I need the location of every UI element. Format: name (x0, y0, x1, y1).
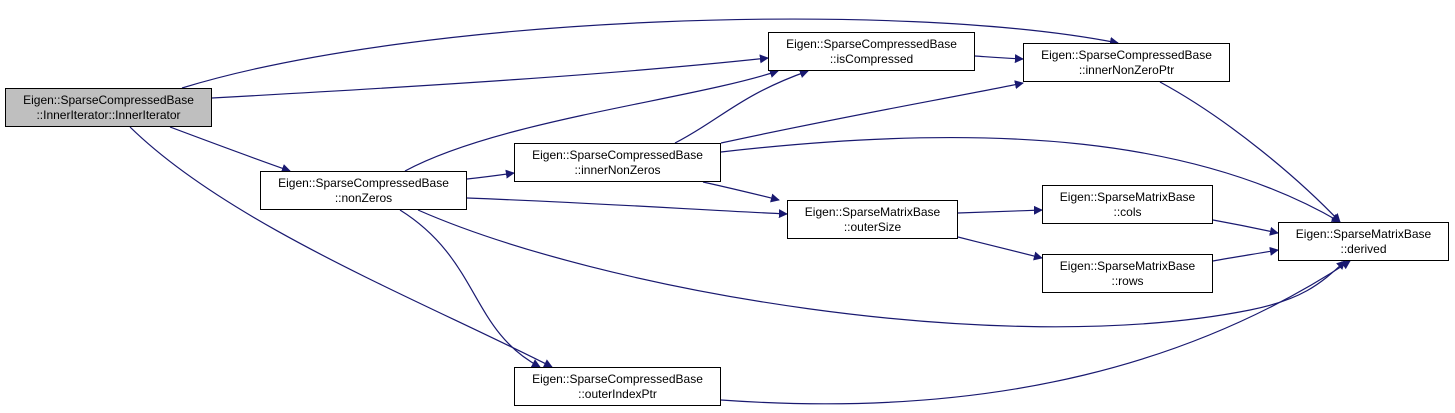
edge-outer-index-ptr-to-derived (720, 260, 1351, 405)
edge-inner-iterator-to-outer-index-ptr (129, 126, 553, 368)
edge-inner-non-zeros-to-is-compressed (674, 69, 809, 144)
node-rows-line1: Eigen::SparseMatrixBase (1059, 258, 1196, 273)
edge-outer-size-to-rows (957, 236, 1043, 261)
node-inner-non-zeros[interactable]: Eigen::SparseCompressedBase ::innerNonZe… (514, 143, 721, 182)
edge-non-zeros-to-is-compressed (404, 69, 779, 172)
edge-rows-to-derived (1212, 246, 1279, 262)
edge-inner-iterator-to-non-zeros (169, 126, 291, 173)
edge-inner-iterator-to-inner-non-zero-ptr (181, 18, 1119, 89)
node-derived-line2: ::derived (1340, 241, 1387, 256)
node-rows-line2: ::rows (1111, 273, 1144, 288)
node-cols-line1: Eigen::SparseMatrixBase (1059, 189, 1196, 204)
node-inner-non-zero-ptr[interactable]: Eigen::SparseCompressedBase ::innerNonZe… (1023, 43, 1230, 82)
node-outer-size-line1: Eigen::SparseMatrixBase (804, 204, 941, 219)
edge-inner-non-zero-ptr-to-derived (1159, 81, 1341, 223)
node-derived[interactable]: Eigen::SparseMatrixBase ::derived (1278, 222, 1449, 261)
node-non-zeros-line2: ::nonZeros (334, 190, 393, 205)
node-is-compressed-line1: Eigen::SparseCompressedBase (786, 36, 957, 51)
node-inner-non-zeros-line2: ::innerNonZeros (574, 162, 661, 177)
node-cols-line2: ::cols (1113, 204, 1142, 219)
edge-outer-size-to-cols (957, 205, 1043, 215)
node-cols[interactable]: Eigen::SparseMatrixBase ::cols (1042, 185, 1213, 224)
node-inner-non-zero-ptr-line2: ::innerNonZeroPtr (1078, 62, 1175, 77)
edge-inner-iterator-to-is-compressed (211, 54, 769, 99)
node-outer-index-ptr-line1: Eigen::SparseCompressedBase (532, 371, 703, 386)
node-outer-index-ptr-line2: ::outerIndexPtr (578, 386, 657, 401)
node-inner-iterator-line2: ::InnerIterator::InnerIterator (36, 107, 181, 122)
node-outer-size-line2: ::outerSize (843, 219, 902, 234)
edge-inner-non-zeros-to-derived (720, 136, 1341, 223)
node-derived-line1: Eigen::SparseMatrixBase (1295, 226, 1432, 241)
edge-non-zeros-to-outer-size (466, 197, 788, 219)
node-inner-non-zeros-line1: Eigen::SparseCompressedBase (532, 147, 703, 162)
edge-non-zeros-to-outer-index-ptr (399, 209, 541, 368)
edge-non-zeros-to-inner-non-zeros (466, 169, 515, 180)
node-outer-size[interactable]: Eigen::SparseMatrixBase ::outerSize (787, 200, 958, 239)
node-outer-index-ptr[interactable]: Eigen::SparseCompressedBase ::outerIndex… (514, 367, 721, 406)
edge-cols-to-derived (1212, 219, 1279, 236)
node-rows[interactable]: Eigen::SparseMatrixBase ::rows (1042, 254, 1213, 293)
node-inner-iterator: Eigen::SparseCompressedBase ::InnerItera… (5, 88, 212, 127)
node-is-compressed[interactable]: Eigen::SparseCompressedBase ::isCompress… (768, 32, 975, 71)
edge-is-compressed-to-inner-non-zero-ptr (974, 54, 1024, 64)
node-is-compressed-line2: ::isCompressed (829, 51, 914, 66)
node-inner-non-zero-ptr-line1: Eigen::SparseCompressedBase (1041, 47, 1212, 62)
edge-non-zeros-to-derived (417, 209, 1346, 328)
edge-inner-non-zeros-to-inner-non-zero-ptr (720, 80, 1024, 144)
edge-inner-non-zeros-to-outer-size (702, 181, 780, 203)
node-non-zeros-line1: Eigen::SparseCompressedBase (278, 175, 449, 190)
node-inner-iterator-line1: Eigen::SparseCompressedBase (23, 92, 194, 107)
node-non-zeros[interactable]: Eigen::SparseCompressedBase ::nonZeros (260, 171, 467, 210)
